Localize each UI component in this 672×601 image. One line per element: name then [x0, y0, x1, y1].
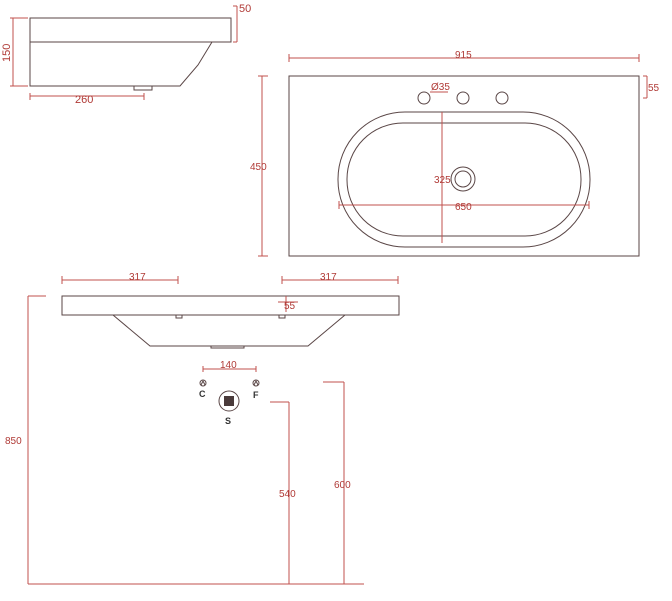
plan-view-bowl-inner: [346, 122, 582, 237]
dim-waste-height: 540: [279, 489, 296, 500]
side-view-body: [29, 41, 213, 87]
dim-line-total-height: [27, 295, 364, 585]
tap-hole-center: [456, 91, 470, 105]
dim-line-front-rim: [278, 296, 298, 312]
dim-plan-rim: 55: [648, 83, 660, 94]
plan-view: 915 55 450 Ø35 650 325: [250, 50, 660, 257]
dim-line-plan-rim: [643, 75, 648, 99]
side-view-rim: [29, 17, 232, 43]
cold-supply-arrow-icon: [200, 379, 206, 386]
dim-line-supply-height: [323, 381, 345, 584]
dim-line-side-width: [29, 93, 145, 100]
side-view: 50 150 260: [1, 3, 251, 106]
hot-supply-label: F: [253, 390, 259, 400]
dim-line-front-right: [281, 276, 399, 284]
dim-line-tap-spacing: [202, 366, 257, 372]
dim-front-left: 317: [129, 272, 146, 283]
dim-total-height: 850: [5, 436, 22, 447]
front-view: 317 317 55 140 C F S 850 540 600: [5, 272, 400, 585]
dim-tap-hole: Ø35: [431, 82, 450, 93]
dim-plan-depth: 450: [250, 162, 267, 173]
front-view-drain: [210, 346, 245, 349]
waste-outlet-square-icon: [224, 396, 234, 406]
dim-plan-width: 915: [455, 50, 472, 61]
waste-label: S: [225, 416, 231, 426]
plan-view-bowl-outer: [337, 111, 591, 248]
cold-supply-label: C: [199, 389, 206, 399]
front-view-body: [112, 314, 346, 347]
front-view-overflow-right: [278, 315, 286, 319]
dim-line-waste-height: [270, 401, 290, 584]
dim-front-rim: 55: [284, 301, 296, 312]
plan-view-outline: [288, 75, 640, 257]
dim-line-side-height: [10, 17, 28, 87]
hot-supply-arrow-icon: [253, 379, 259, 386]
dim-line-side-top: [233, 5, 238, 43]
dim-side-height: 150: [1, 44, 13, 62]
dim-supply-height: 600: [334, 480, 351, 491]
front-view-rim: [61, 295, 400, 316]
side-view-drain: [133, 86, 153, 91]
dim-side-top: 50: [239, 3, 251, 15]
tap-hole-right: [495, 91, 509, 105]
dim-line-plan-depth: [258, 75, 268, 257]
dim-line-front-left: [61, 276, 179, 284]
dim-line-plan-width: [288, 54, 640, 62]
front-view-overflow-left: [175, 315, 183, 319]
dim-side-width: 260: [75, 94, 93, 106]
dim-front-right: 317: [320, 272, 337, 283]
drain-outer: [450, 166, 476, 192]
waste-outlet-icon: [218, 390, 240, 412]
dim-bowl-depth: 325: [434, 175, 451, 186]
drain-inner: [454, 170, 472, 188]
dim-tap-spacing: 140: [220, 360, 237, 371]
dim-line-bowl-width: [338, 201, 590, 209]
tap-hole-left: [417, 91, 431, 105]
dim-bowl-width: 650: [455, 202, 472, 213]
